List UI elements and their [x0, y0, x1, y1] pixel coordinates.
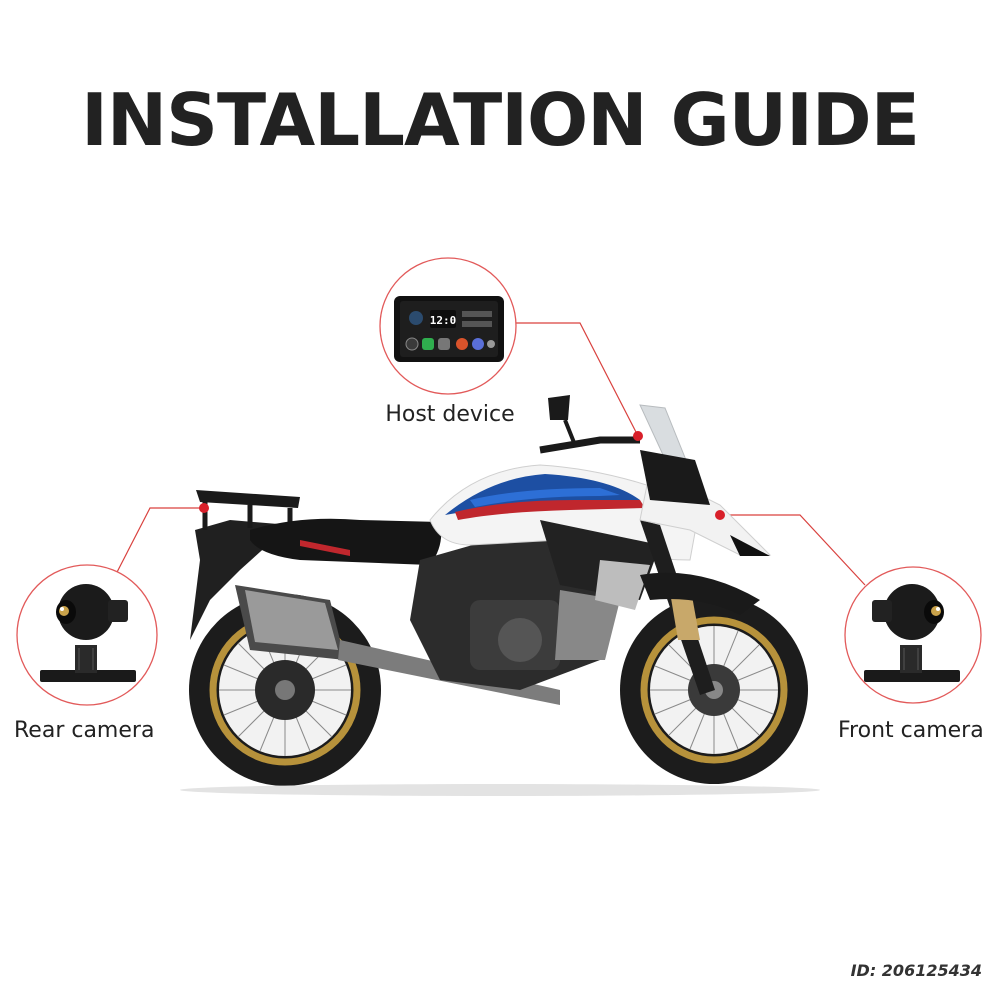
host-device-label: Host device [385, 402, 515, 427]
rear-camera-image [40, 584, 136, 682]
front-connector-line [720, 514, 866, 586]
front-camera-label: Front camera [838, 718, 984, 743]
host-device-callout: 12:0 [379, 257, 517, 395]
rear-camera-callout [16, 564, 158, 706]
front-mount-dot [715, 510, 725, 520]
page-title: INSTALLATION GUIDE [81, 78, 920, 162]
motorcycle-image [180, 395, 820, 796]
rear-camera-label: Rear camera [14, 718, 155, 743]
front-camera-callout [844, 566, 982, 704]
callout-lines [113, 322, 866, 586]
host-connector-line [512, 322, 639, 437]
host-device-image: 12:0 [394, 296, 504, 362]
host-mount-dot [633, 431, 643, 441]
host-device-clock: 12:0 [430, 314, 457, 327]
rear-connector-line [113, 507, 204, 579]
rear-mount-dot [199, 503, 209, 513]
front-camera-image [864, 584, 960, 682]
image-id-tag: ID: 206125434 [850, 961, 982, 980]
